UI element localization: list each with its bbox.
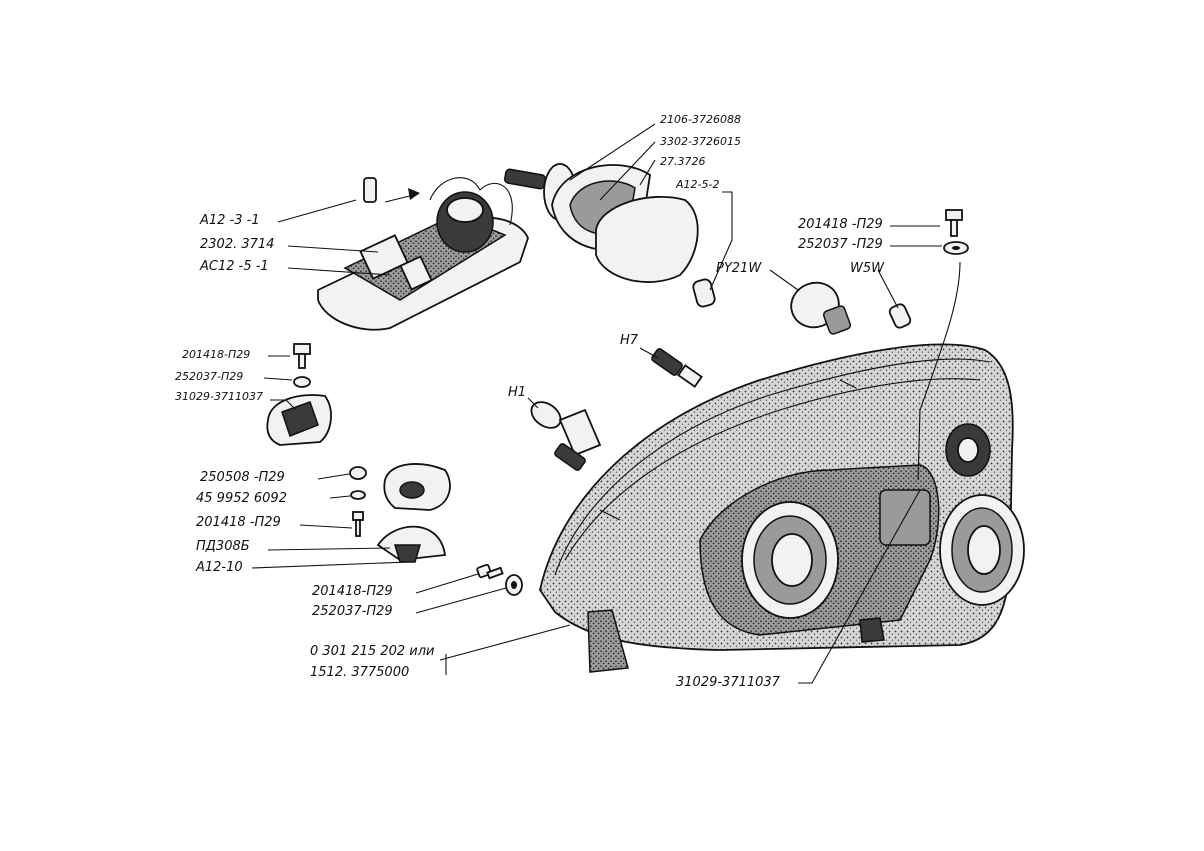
bolt-washer-top [917,209,969,481]
label-w5w: W5W [850,261,884,276]
label-27-3726: 27.3726 [660,155,706,168]
label-h1: H1 [508,385,527,400]
leader-lines [251,123,942,684]
bulb-w5w [888,303,912,329]
bulb-a12-5-2 [692,278,716,308]
control-unit [317,177,529,331]
label-3302-3726015: 3302-3726015 [660,135,741,148]
corrector-assembly [349,463,451,563]
label-washer-left: 252037-П29 [175,370,244,383]
bulb-py21w [790,281,852,335]
side-repeater-lamp [503,163,699,283]
label-pd308b: ПД308Б [196,539,250,554]
label-bolt-mid: 201418 -П29 [196,515,281,530]
bulb-a12-3-1 [363,177,420,203]
label-corrector-2: 1512. 3775000 [310,665,410,680]
label-ac12-5-1: AC12 -5 -1 [200,259,269,274]
label-a12-3-1: A12 -3 -1 [200,213,260,228]
label-2106-3726088: 2106-3726088 [660,113,741,126]
label-py21w: PY21W [716,261,762,276]
bulb-h7 [651,348,703,388]
bolt-washer-low [476,563,523,596]
label-washer-low: 252037-П29 [312,604,393,619]
headlight-housing [539,343,1025,673]
label-washer-top: 252037 -П29 [798,237,883,252]
label-bolt-top: 201418 -П29 [798,217,883,232]
label-2302-3714: 2302. 3714 [200,237,275,252]
label-lockwasher: 45 9952 6092 [196,491,287,506]
label-a12-5-2: A12-5-2 [676,178,720,191]
label-corrector-1: 0 301 215 202 или [310,644,435,659]
label-bracket-left: 31029-3711037 [175,390,263,403]
bracket-left [266,343,332,446]
label-nut: 250508 -П29 [200,470,285,485]
label-h7: H7 [620,333,639,348]
bulb-h1 [530,401,602,471]
label-bracket-right: 31029-3711037 [676,675,780,690]
label-bolt-left: 201418-П29 [182,348,251,361]
label-bolt-low: 201418-П29 [312,584,393,599]
label-a12-10: A12-10 [196,560,243,575]
